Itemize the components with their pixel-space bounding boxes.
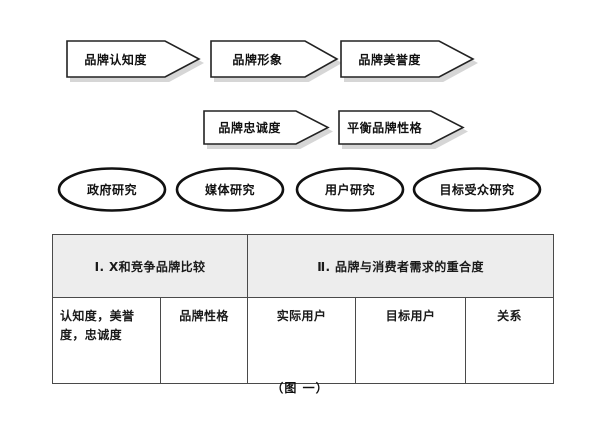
flow-arrow-brand-loyalty[interactable]: 品牌忠诚度 — [203, 110, 333, 149]
arrow-outline — [203, 110, 329, 145]
research-ellipse-user[interactable]: 用户研究 — [295, 167, 405, 212]
table-cell-actual-users: 实际用户 — [247, 297, 357, 384]
research-ellipse-government[interactable]: 政府研究 — [57, 167, 167, 212]
comparison-matrix-table: Ⅰ. X和竞争品牌比较 Ⅱ. 品牌与消费者需求的重合度 认知度，美誉度，忠诚度 … — [51, 234, 555, 384]
table-cell-brand-personality: 品牌性格 — [159, 297, 249, 384]
research-ellipse-target-audience[interactable]: 目标受众研究 — [412, 167, 542, 212]
flow-arrow-label: 平衡品牌性格 — [347, 121, 423, 135]
flow-arrow-label: 品牌认知度 — [84, 52, 147, 67]
flow-arrow-balance-brand-personality[interactable]: 平衡品牌性格 — [338, 110, 468, 149]
flow-arrow-label: 品牌形象 — [232, 52, 283, 67]
research-ellipse-label: 目标受众研究 — [439, 183, 515, 197]
table-cell-relationship: 关系 — [465, 297, 555, 384]
flow-arrow-label: 品牌忠诚度 — [218, 121, 281, 135]
table-header-section-1: Ⅰ. X和竞争品牌比较 — [51, 234, 249, 298]
arrow-outline — [338, 110, 464, 145]
flow-arrow-brand-image[interactable]: 品牌形象 — [210, 40, 342, 82]
flow-arrow-label: 品牌美誉度 — [358, 52, 421, 67]
research-ellipse-label: 政府研究 — [86, 183, 137, 197]
flow-arrow-brand-reputation[interactable]: 品牌美誉度 — [340, 40, 478, 82]
arrow-outline — [340, 40, 474, 78]
table-header-section-2: Ⅱ. 品牌与消费者需求的重合度 — [247, 234, 555, 298]
table-header-row: Ⅰ. X和竞争品牌比较 Ⅱ. 品牌与消费者需求的重合度 — [51, 234, 555, 298]
research-ellipse-label: 用户研究 — [324, 183, 375, 197]
research-ellipse-media[interactable]: 媒体研究 — [175, 167, 285, 212]
arrow-outline — [210, 40, 338, 78]
table-cell-target-users: 目标用户 — [355, 297, 467, 384]
arrow-outline — [66, 40, 200, 78]
flow-arrow-brand-awareness[interactable]: 品牌认知度 — [66, 40, 204, 82]
research-ellipse-label: 媒体研究 — [204, 183, 255, 197]
figure-caption: （图 一） — [271, 381, 329, 395]
table-row: 认知度，美誉度，忠诚度 品牌性格 实际用户 目标用户 关系 — [52, 297, 555, 384]
table-cell-awareness-reputation-loyalty: 认知度，美誉度，忠诚度 — [52, 297, 161, 384]
